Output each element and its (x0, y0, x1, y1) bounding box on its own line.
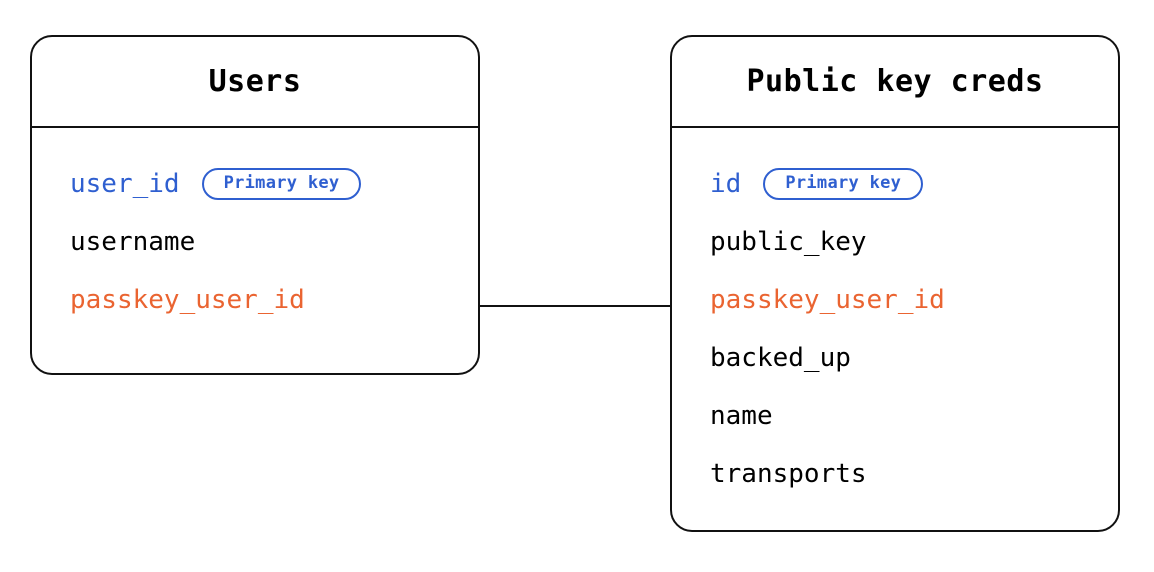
primary-key-badge[interactable]: Primary key (763, 167, 924, 200)
field-name-id: id (710, 168, 742, 199)
field-row[interactable]: user_id Primary key (70, 167, 478, 200)
field-row[interactable]: public_key (710, 228, 1118, 255)
entity-header: Public key creds (672, 37, 1118, 128)
field-row[interactable]: id Primary key (710, 167, 1118, 200)
field-name-user_id: user_id (70, 168, 180, 199)
field-name-username: username (70, 226, 196, 257)
field-name-name: name (710, 400, 773, 431)
relationship-connector (479, 305, 671, 307)
field-name-passkey_user_id: passkey_user_id (70, 284, 305, 315)
primary-key-badge[interactable]: Primary key (201, 167, 362, 200)
field-name-passkey_user_id: passkey_user_id (710, 284, 945, 315)
field-row[interactable]: passkey_user_id (710, 286, 1118, 313)
field-row[interactable]: username (70, 228, 478, 255)
field-row[interactable]: passkey_user_id (70, 286, 478, 313)
entity-title: Public key creds (746, 63, 1044, 99)
entity-title: Users (208, 63, 302, 99)
field-row[interactable]: name (710, 402, 1118, 429)
entity-table-users[interactable]: Users user_id Primary key username passkey_u… (30, 35, 480, 375)
field-name-backed_up: backed_up (710, 342, 851, 373)
field-row[interactable]: backed_up (710, 344, 1118, 371)
entity-header: Users (32, 37, 478, 128)
field-name-transports: transports (710, 458, 867, 489)
primary-key-badge-label: Primary key (785, 173, 902, 193)
field-name-public_key: public_key (710, 226, 867, 257)
entity-field-list: user_id Primary key username passkey_user_i… (32, 128, 478, 313)
primary-key-badge-label: Primary key (223, 173, 340, 193)
field-row[interactable]: transports (710, 460, 1118, 487)
